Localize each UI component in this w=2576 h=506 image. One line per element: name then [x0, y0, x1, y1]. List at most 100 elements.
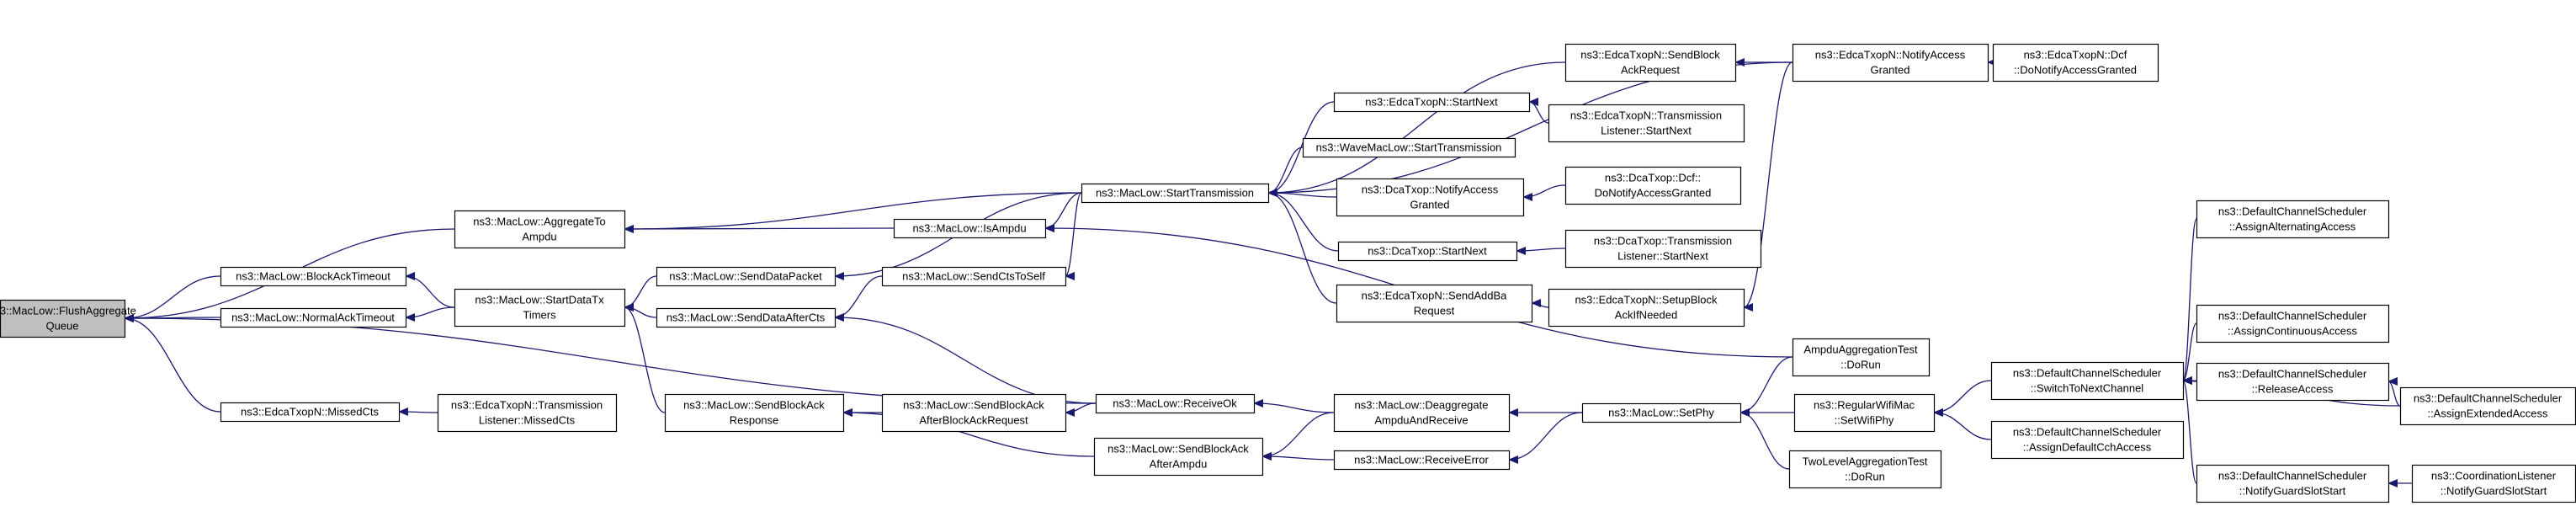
graph-node[interactable]: ns3::EdcaTxopN::NotifyAccessGranted [1792, 43, 1989, 83]
node-box[interactable] [1095, 393, 1256, 414]
graph-node[interactable]: ns3::MacLow::SetPhy [1581, 402, 1742, 423]
node-box[interactable] [656, 266, 837, 287]
node-box[interactable] [2411, 464, 2576, 503]
node-box[interactable] [220, 266, 407, 287]
node-box[interactable] [220, 402, 401, 423]
node-label: ns3::MacLow::ReceiveOk [1113, 397, 1237, 410]
node-label: DoNotifyAccessGranted [1595, 187, 1712, 200]
node-box[interactable] [1581, 402, 1742, 423]
node-box[interactable] [1336, 284, 1533, 323]
node-box[interactable] [656, 307, 837, 328]
graph-node[interactable]: ns3::EdcaTxopN::TransmissionListener::Mi… [437, 393, 618, 433]
node-label: ns3::MacLow::StartDataTx [475, 294, 604, 306]
graph-node[interactable]: ns3::EdcaTxopN::Dcf::DoNotifyAccessGrant… [1992, 43, 2159, 83]
node-box[interactable] [881, 266, 1067, 287]
edge-n14-n8 [834, 313, 1097, 404]
graph-node[interactable]: ns3::DcaTxop::NotifyAccessGranted [1336, 178, 1525, 217]
node-label: Queue [45, 320, 78, 333]
node-box[interactable] [1333, 450, 1511, 471]
graph-node[interactable]: AmpduAggregationTest::DoRun [1792, 338, 1931, 377]
edge-n22-n14 [1253, 399, 1335, 413]
node-box[interactable] [2196, 362, 2390, 402]
node-label: ::AssignExtendedAccess [2427, 407, 2548, 420]
root-node-box[interactable] [0, 299, 126, 338]
node-box[interactable] [1793, 393, 1936, 433]
graph-node[interactable]: ns3::DcaTxop::TransmissionListener::Star… [1564, 229, 1762, 269]
graph-node[interactable]: ns3::CoordinationListener::NotifyGuardSl… [2411, 464, 2576, 503]
graph-node[interactable]: ns3::EdcaTxopN::StartNext [1333, 92, 1531, 113]
node-box[interactable] [2196, 200, 2390, 239]
node-box[interactable] [881, 393, 1067, 433]
graph-node[interactable]: ns3::MacLow::SendBlockAckAfterBlockAckRe… [881, 393, 1067, 433]
node-box[interactable] [454, 288, 626, 328]
graph-node[interactable]: ns3::DefaultChannelScheduler::ReleaseAcc… [2196, 362, 2390, 402]
graph-node[interactable]: ns3::MacLow::BlockAckTimeout [220, 266, 407, 287]
graph-node[interactable]: ns3::DefaultChannelScheduler::AssignAlte… [2196, 200, 2390, 239]
edge-n14-n0 [124, 314, 1097, 404]
graph-node[interactable]: ns3::DcaTxop::StartNext [1337, 241, 1518, 262]
node-box[interactable] [454, 210, 626, 249]
graph-node[interactable]: ns3::MacLow::NormalAckTimeout [220, 307, 407, 328]
node-box[interactable] [893, 218, 1047, 239]
node-label: ns3::DefaultChannelScheduler [2013, 426, 2162, 439]
graph-node[interactable]: ns3::MacLow::ReceiveError [1333, 450, 1511, 471]
node-label: ns3::DefaultChannelScheduler [2218, 310, 2367, 322]
node-box[interactable] [664, 393, 845, 433]
node-box[interactable] [1093, 437, 1264, 477]
graph-node[interactable]: ns3::RegularWifiMac::SetWifiPhy [1793, 393, 1936, 433]
edge-n21-n13 [1267, 189, 1337, 304]
node-box[interactable] [437, 393, 618, 433]
node-label: Response [730, 414, 779, 427]
node-label: ::AssignDefaultCchAccess [2023, 441, 2152, 454]
edge-n26-n19 [1522, 184, 1566, 201]
node-box[interactable] [1548, 104, 1745, 143]
graph-node[interactable]: ns3::MacLow::IsAmpdu [893, 218, 1047, 239]
node-box[interactable] [1564, 43, 1737, 83]
node-box[interactable] [1333, 393, 1511, 433]
graph-node[interactable]: ns3::MacLow::StartTransmission [1081, 183, 1270, 204]
graph-node[interactable]: ns3::DefaultChannelScheduler::SwitchToNe… [1990, 361, 2185, 401]
node-box[interactable] [220, 307, 407, 328]
node-box[interactable] [1302, 137, 1516, 158]
node-box[interactable] [1792, 43, 1989, 83]
node-box[interactable] [1337, 241, 1518, 262]
graph-node[interactable]: ns3::DefaultChannelScheduler::AssignDefa… [1990, 420, 2185, 460]
graph-node[interactable]: ns3::MacLow::SendDataAfterCts [656, 307, 837, 328]
edge-n14-n12 [1065, 402, 1097, 417]
node-box[interactable] [2196, 304, 2390, 344]
node-box[interactable] [1990, 420, 2185, 460]
node-box[interactable] [1548, 288, 1745, 328]
graph-node[interactable]: ns3::EdcaTxopN::MissedCts [220, 402, 401, 423]
graph-node[interactable]: ns3::WaveMacLow::StartTransmission [1302, 137, 1516, 158]
node-box[interactable] [1564, 229, 1762, 269]
node-box[interactable] [1788, 450, 1942, 489]
node-box[interactable] [1564, 166, 1742, 205]
node-box[interactable] [1333, 92, 1531, 113]
node-box[interactable] [1336, 178, 1525, 217]
graph-node[interactable]: ns3::DefaultChannelScheduler::AssignExte… [2399, 386, 2576, 426]
graph-node[interactable]: ns3::MacLow::ReceiveOk [1095, 393, 1256, 414]
graph-node[interactable]: TwoLevelAggregationTest::DoRun [1788, 450, 1942, 489]
graph-node[interactable]: ns3::DcaTxop::Dcf::DoNotifyAccessGranted [1564, 166, 1742, 205]
graph-node[interactable]: ns3::MacLow::SendCtsToSelf [881, 266, 1067, 287]
node-box[interactable] [2399, 386, 2576, 426]
edge-n29-n23 [1508, 412, 1583, 464]
node-box[interactable] [1081, 183, 1270, 204]
graph-node[interactable]: ns3::EdcaTxopN::TransmissionListener::St… [1548, 104, 1745, 143]
node-box[interactable] [2196, 464, 2390, 503]
graph-node[interactable]: ns3::DefaultChannelScheduler::NotifyGuar… [2196, 464, 2390, 503]
graph-node[interactable]: ns3::DefaultChannelScheduler::AssignCont… [2196, 304, 2390, 344]
graph-node[interactable]: ns3::MacLow::SendDataPacket [656, 266, 837, 287]
node-box[interactable] [1792, 338, 1931, 377]
node-box[interactable] [1992, 43, 2159, 83]
node-box[interactable] [1990, 361, 2185, 401]
